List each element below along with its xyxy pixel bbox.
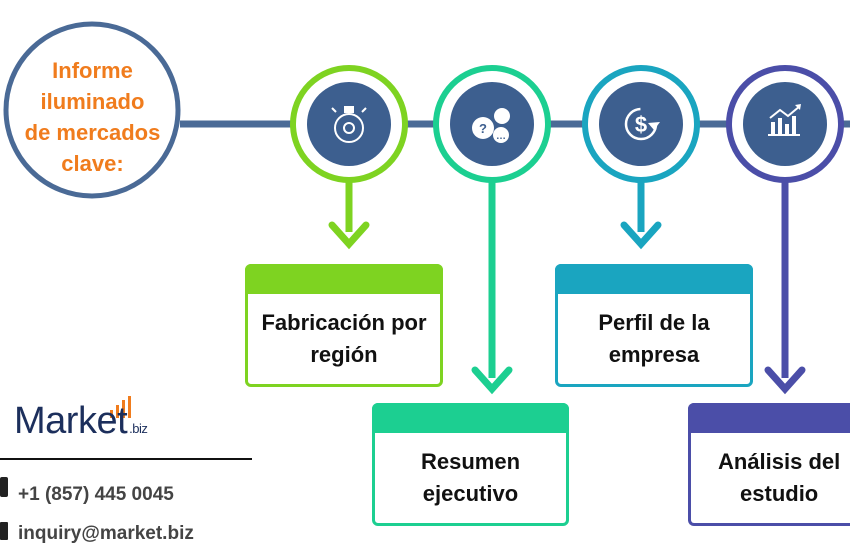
svg-text:…: …: [496, 131, 506, 142]
step-2-node: [433, 65, 551, 395]
email-address[interactable]: inquiry@market.biz: [18, 523, 194, 544]
step-1-node: [290, 65, 408, 250]
step-4-label-line-1: Análisis del: [718, 449, 841, 474]
email-icon: [0, 522, 8, 540]
title-line-3: de mercados: [24, 120, 161, 145]
logo-suffix: .biz: [129, 421, 148, 436]
step-3-label-line-1: Perfil de la: [598, 310, 710, 335]
dollar-cycle-icon: $: [624, 107, 660, 141]
phone-icon: [0, 477, 8, 497]
title-line-2: iluminado: [40, 89, 145, 114]
step-4-label-line-2: estudio: [740, 481, 819, 506]
step-2-label-line-2: ejecutivo: [422, 481, 519, 506]
title-circle: [3, 21, 181, 199]
stopwatch-gear-icon: [331, 106, 367, 143]
brand-logo: Market.biz: [14, 400, 148, 443]
step-2-label-line-1: Resumen: [420, 449, 521, 474]
step-2-box: Resumen ejecutivo: [372, 403, 569, 526]
title-line-1: Informe: [52, 58, 133, 83]
svg-text:?: ?: [479, 121, 487, 136]
diagram-title: Informe iluminado de mercados clave:: [0, 55, 185, 179]
step-1-label-line-1: Fabricación por: [261, 310, 427, 335]
chat-bubbles-icon: ? …: [472, 108, 510, 143]
growth-chart-icon: [768, 104, 801, 136]
step-4-box: Análisis del estudio: [688, 403, 850, 526]
step-1-box: Fabricación por región: [245, 264, 443, 387]
svg-text:$: $: [635, 112, 647, 137]
step-3-node: [582, 65, 700, 250]
phone-number[interactable]: +1 (857) 445 0045: [18, 484, 174, 505]
step-3-label-line-2: empresa: [608, 342, 700, 367]
logo-bars: [110, 396, 131, 418]
logo-name: Market: [14, 400, 128, 442]
step-3-box: Perfil de la empresa: [555, 264, 753, 387]
title-line-4: clave:: [61, 151, 124, 176]
step-1-label-line-2: región: [310, 342, 378, 367]
